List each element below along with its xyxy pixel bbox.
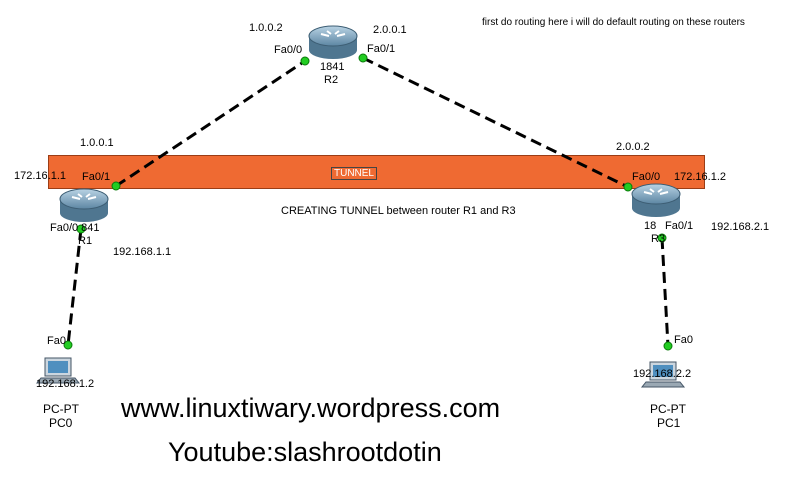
port-dot-pc1 (663, 341, 673, 351)
tunnel-caption: CREATING TUNNEL between router R1 and R3 (281, 205, 516, 217)
r2-model: 1841 (320, 61, 345, 73)
pc1-ip: 192.168.2.2 (633, 368, 692, 380)
pc0-port: Fa0 (47, 335, 66, 347)
port-dot-r2-fa00 (300, 56, 310, 66)
r3-port-fa01: Fa0/1 (665, 220, 694, 232)
link-r1-r2 (115, 59, 306, 188)
port-dot-r1-fa00 (76, 224, 86, 234)
port-dot-r1-fa01 (111, 181, 121, 191)
pc0-ip: 192.168.1.2 (36, 378, 95, 390)
link-r3-pc1 (660, 237, 670, 347)
r3-tunnel-ip: 172.16.1.2 (674, 171, 726, 183)
port-dot-r3-fa00 (623, 182, 633, 192)
r3-wan-ip: 2.0.0.2 (616, 141, 650, 153)
r2-left-ip: 1.0.0.2 (249, 22, 283, 34)
r1-name: R1 (78, 235, 93, 247)
r2-name: R2 (324, 74, 339, 86)
pc1-port: Fa0 (674, 334, 693, 346)
r3-lan-ip: 192.168.2.1 (711, 221, 770, 233)
port-dot-r2-fa01 (358, 53, 368, 63)
pc1-icon (640, 361, 686, 388)
r1-port-fa01: Fa0/1 (82, 171, 111, 183)
watermark-site: www.linuxtiwary.wordpress.com (121, 393, 501, 423)
r3-name: R3 (651, 233, 666, 245)
r2-port-fa00: Fa0/0 (274, 44, 303, 56)
r3-port-fa00: Fa0/0 (632, 171, 661, 183)
r1-tunnel-ip: 172.16.1.1 (14, 170, 66, 182)
r2-right-ip: 2.0.0.1 (373, 24, 407, 36)
port-dot-r3-fa01 (657, 233, 667, 243)
r1-wan-ip: 1.0.0.1 (80, 137, 114, 149)
pc1-type: PC-PT (650, 402, 686, 416)
routing-note: first do routing here i will do default … (482, 17, 745, 28)
port-dot-pc0 (63, 340, 73, 350)
pc0-name: PC0 (49, 416, 73, 430)
watermark-youtube: Youtube:slashrootdotin (168, 437, 442, 467)
link-r1-pc0 (66, 228, 83, 346)
router-r3-icon (631, 183, 681, 217)
pc0-icon (35, 357, 81, 384)
r2-port-fa01: Fa0/1 (367, 43, 396, 55)
link-r2-r3 (362, 56, 629, 189)
pc1-name: PC1 (657, 416, 681, 430)
r1-port-overlay: Fa0/0 841 (50, 222, 100, 234)
tunnel-label: TUNNEL (331, 167, 377, 180)
pc0-type: PC-PT (43, 402, 79, 416)
r3-model: 18 (644, 220, 657, 232)
r1-lan-ip: 192.168.1.1 (113, 246, 172, 258)
router-r1-icon (59, 188, 109, 222)
router-r2-icon (308, 25, 358, 59)
